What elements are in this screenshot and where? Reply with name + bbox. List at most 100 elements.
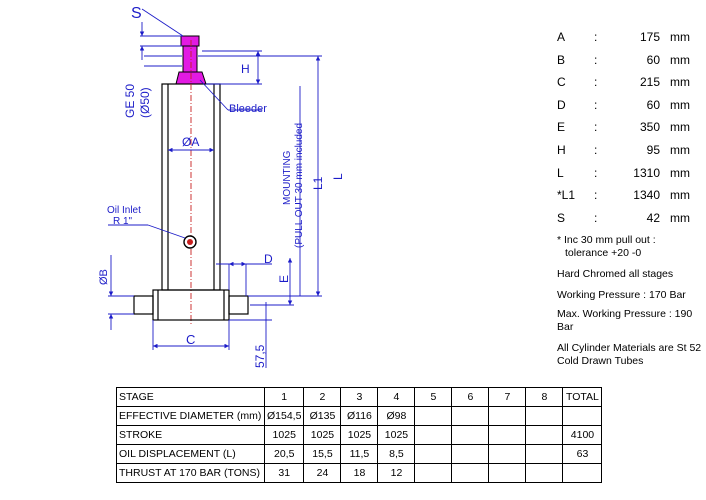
table-cell xyxy=(414,444,453,464)
table-cell: THRUST AT 170 BAR (TONS) xyxy=(116,463,265,483)
table-cell: 18 xyxy=(340,463,379,483)
oil-inlet-bore xyxy=(187,239,193,245)
spec-key: L xyxy=(557,165,564,180)
spec-row: L: 1310 mm xyxy=(557,166,702,189)
table-cell xyxy=(488,406,527,426)
table-cell: 4100 xyxy=(562,425,603,445)
bleeder-fitting xyxy=(175,35,207,85)
trunnion-pin-right xyxy=(228,295,249,315)
label-mounting: MOUNTING xyxy=(282,150,293,205)
table-cell xyxy=(488,463,527,483)
hard-chromed-note: Hard Chromed all stages xyxy=(557,268,674,280)
table-cell xyxy=(451,444,490,464)
table-cell xyxy=(451,425,490,445)
label-h: H xyxy=(241,62,250,76)
table-cell: Ø98 xyxy=(377,406,416,426)
table-cell: 2 xyxy=(303,387,342,407)
dimensions xyxy=(108,8,322,368)
table-cell: 7 xyxy=(488,387,527,407)
label-57-5: 57,5 xyxy=(253,344,267,368)
pullout-note-line1: * Inc 30 mm pull out : xyxy=(557,234,656,246)
cylinder-technical-drawing: S H Bleeder GE 50 (Ø50) ØA Oil Inlet R 1… xyxy=(98,5,345,368)
label-ge-50-dia: (Ø50) xyxy=(138,87,152,118)
label-dia-b: ØB xyxy=(98,269,110,285)
spec-val: 42 xyxy=(646,210,660,225)
spec-key: *L1 xyxy=(557,188,576,203)
spec-key: A xyxy=(557,30,566,44)
table-cell: 1025 xyxy=(377,425,416,445)
table-cell: OIL DISPLACEMENT (L) xyxy=(116,444,265,464)
spec-key: S xyxy=(557,210,566,225)
table-cell: 20,5 xyxy=(263,444,305,464)
table-cell: 1025 xyxy=(263,425,305,445)
table-cell: 31 xyxy=(263,463,305,483)
trunnion-pin-left xyxy=(133,295,154,315)
label-oil-inlet: Oil Inlet xyxy=(107,205,141,216)
spec-unit: mm xyxy=(670,165,690,180)
label-dia-a: ØA xyxy=(182,135,199,149)
label-d: D xyxy=(264,252,273,266)
fitting-stem xyxy=(182,45,198,73)
table-cell: 4 xyxy=(377,387,416,407)
table-cell: 12 xyxy=(377,463,416,483)
table-cell: 8,5 xyxy=(377,444,416,464)
pullout-note: * Inc 30 mm pull out : tolerance +20 -0 xyxy=(557,234,702,260)
spec-val: 350 xyxy=(639,120,660,135)
spec-colon: : xyxy=(594,52,598,67)
spec-val: 95 xyxy=(646,142,660,157)
spec-val: 215 xyxy=(639,75,660,90)
spec-unit: mm xyxy=(670,75,690,90)
label-c: C xyxy=(186,332,195,347)
table-cell xyxy=(562,463,603,483)
table-cell: 6 xyxy=(451,387,490,407)
label-e: E xyxy=(277,275,291,283)
table-cell: 11,5 xyxy=(340,444,379,464)
table-cell xyxy=(562,406,603,426)
table-cell: 3 xyxy=(340,387,379,407)
materials-note: All Cylinder Materials are St 52 Cold Dr… xyxy=(557,342,702,367)
spec-unit: mm xyxy=(670,210,690,225)
spec-unit: mm xyxy=(670,120,690,135)
spec-notes: * Inc 30 mm pull out : tolerance +20 -0 … xyxy=(557,234,702,374)
table-cell: 15,5 xyxy=(303,444,342,464)
spec-val: 1310 xyxy=(633,165,660,180)
table-cell: STROKE xyxy=(116,425,265,445)
label-pull-out: (PULL OUT 30 mm included xyxy=(294,123,305,248)
label-l: L xyxy=(331,173,345,180)
table-cell xyxy=(525,406,564,426)
spec-val: 60 xyxy=(646,52,660,67)
table-cell xyxy=(451,406,490,426)
spec-unit: mm xyxy=(670,30,690,44)
table-cell xyxy=(414,463,453,483)
pullout-note-line2: tolerance +20 -0 xyxy=(565,247,642,259)
label-oil-inlet-thread: R 1" xyxy=(113,216,133,227)
spec-colon: : xyxy=(594,120,598,135)
spec-colon: : xyxy=(594,165,598,180)
table-cell: Ø154,5 xyxy=(263,406,305,426)
spec-colon: : xyxy=(594,142,598,157)
max-pressure-note: Max. Working Pressure : 190 Bar xyxy=(557,308,693,333)
table-cell: STAGE xyxy=(116,387,265,407)
label-ge-50: GE 50 xyxy=(123,84,137,118)
table-cell: 63 xyxy=(562,444,603,464)
table-cell xyxy=(451,463,490,483)
spec-key: H xyxy=(557,142,566,157)
table-cell: 1025 xyxy=(340,425,379,445)
table-cell xyxy=(414,425,453,445)
label-l1: L1 xyxy=(311,176,325,190)
spec-val: 1340 xyxy=(633,188,660,203)
table-cell: 8 xyxy=(525,387,564,407)
table-cell: 1 xyxy=(263,387,305,407)
